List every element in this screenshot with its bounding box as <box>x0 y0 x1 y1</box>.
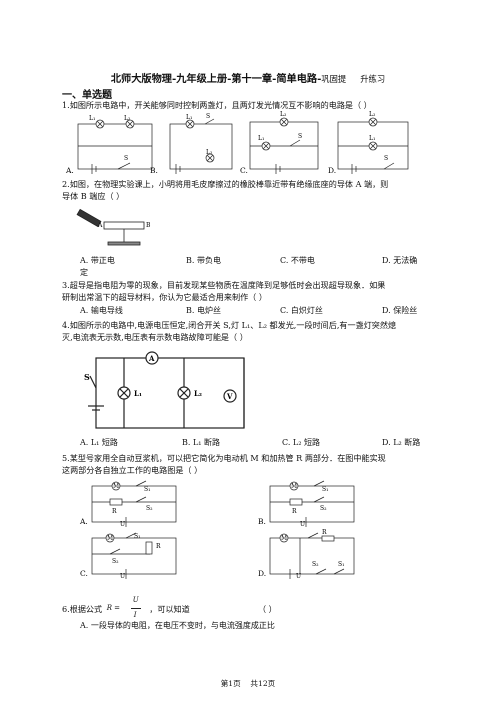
q5a-s2: S₂ <box>146 505 153 512</box>
q5d-r: R <box>322 529 327 536</box>
section-heading: 一、单选题 <box>62 90 112 101</box>
q1-option-d: D. <box>328 166 336 175</box>
q2-option-a: A. 带正电 <box>80 256 115 265</box>
question-5-stem-2: 这两部分各自独立工作的电路图是（ ） <box>62 465 203 475</box>
q4-option-b: B. L₁ 断路 <box>182 438 221 447</box>
q5a-u: U <box>120 521 125 528</box>
q4-label-v: V <box>226 392 233 401</box>
q5d-u: U <box>296 573 301 580</box>
q5-circuit-a <box>91 480 177 527</box>
q1-circuit-a <box>77 119 153 174</box>
page-footer: 第1页 共12页 <box>0 678 496 689</box>
q1-option-a: A. <box>65 166 74 175</box>
q5b-s1: S₁ <box>322 486 329 493</box>
q6-formula-den: I <box>133 611 137 619</box>
q4-label-s: S <box>84 372 90 382</box>
q1b-s-label: S <box>206 113 210 120</box>
q4-label-l1: L₁ <box>134 389 142 398</box>
q5d-s2: S₂ <box>312 561 319 568</box>
q1a-s-label: S <box>124 155 128 162</box>
question-2-stem-1: 2.如图，在物理实验课上，小明将用毛皮摩擦过的橡胶棒靠近带有绝缘底座的导体 A … <box>62 179 389 189</box>
q4-label-a: A <box>148 354 155 363</box>
q6-stem-pre: 6.根据公式 <box>62 604 103 614</box>
q5c-u: U <box>120 573 125 580</box>
q2-fig-label-a: A <box>97 222 103 229</box>
q1d-l1-label: L₁ <box>369 135 375 142</box>
q1-option-c: C. <box>240 166 248 175</box>
q5c-s1: S₁ <box>134 533 141 540</box>
q1c-l1-label: L₁ <box>258 135 264 142</box>
q2-option-d-cont: 定 <box>80 268 88 277</box>
title-sub: 巩固提 <box>321 74 347 84</box>
q1-option-b: B. <box>150 166 158 175</box>
q1c-s-label: S <box>298 133 302 140</box>
q5b-r: R <box>292 508 297 515</box>
q5-option-a: A. <box>79 517 88 526</box>
q4-label-l2: L₂ <box>194 389 202 398</box>
q3-option-c: C. 白炽灯丝 <box>280 306 323 315</box>
q4-option-c: C. L₂ 短路 <box>282 438 320 447</box>
page-title: 北师大版物理-九年级上册-第十一章-简单电路-巩固提 升练习 <box>0 70 496 85</box>
q2-option-c: C. 不带电 <box>280 256 315 265</box>
title-main: 北师大版物理-九年级上册-第十一章-简单电路- <box>110 73 322 85</box>
q5-option-d: D. <box>258 569 266 578</box>
q6-paren: （ ） <box>258 604 277 614</box>
question-3-stem-1: 3.超导是指电阻为零的现象，目前发现某些物质在温度降到足够低时会出现超导现象．如… <box>62 280 386 290</box>
q5c-m: M <box>107 535 113 542</box>
q5-option-b: B. <box>258 517 266 526</box>
q5-circuit-c <box>91 532 177 579</box>
q5a-s1: S₁ <box>144 486 151 493</box>
q1-circuit-d <box>337 117 409 174</box>
q3-option-d: D. 保险丝 <box>382 306 418 315</box>
q5b-s2: S₂ <box>320 505 327 512</box>
title-sub2: 升练习 <box>360 74 386 84</box>
q5b-m: M <box>291 483 297 490</box>
q6-formula-lhs: R = <box>106 604 121 612</box>
q2-option-b: B. 带负电 <box>186 256 221 265</box>
footer-total: 共12页 <box>250 679 276 688</box>
footer-page: 第1页 <box>220 679 241 688</box>
q5-circuit-d <box>269 532 355 579</box>
q3-option-b: B. 电炉丝 <box>186 306 221 315</box>
q5c-s2: S₂ <box>112 558 119 565</box>
q1-circuit-c <box>249 117 319 174</box>
q5-figures: M S₁ R S₂ U A. M S₁ R S₂ U B. M S₁ R S₂ … <box>79 480 355 580</box>
q5c-r: R <box>156 543 161 550</box>
q1b-l1-label: L₁ <box>186 114 192 121</box>
q5-circuit-b <box>269 480 355 527</box>
q1a-l1-label: L₁ <box>89 115 95 122</box>
q1-circuit-b <box>169 118 233 174</box>
q1d-l2-label: L₂ <box>369 111 376 118</box>
q6-formula: R = U I <box>105 596 147 619</box>
question-5-stem-1: 5.某型号家用全自动豆浆机，可以把它简化为电动机 M 和加热管 R 两部分．在图… <box>62 453 386 463</box>
q4-option-a: A. L₁ 短路 <box>80 438 118 447</box>
question-4-stem-1: 4.如图所示的电路中,电源电压恒定,闭合开关 S,灯 L₁、L₂ 都发光,一段时… <box>62 320 397 330</box>
q5d-m: M <box>281 535 287 542</box>
q5b-u: U <box>300 521 305 528</box>
question-1-stem: 1.如图所示电路中，开关能够同时控制两盏灯，且两灯发光情况互不影响的电路是（ ） <box>62 100 372 110</box>
q5-option-c: C. <box>80 569 88 578</box>
q6-stem-post: ，可以知道 <box>149 604 190 614</box>
q1b-l2-label: L₂ <box>206 149 213 156</box>
q1c-l2-label: L₂ <box>280 111 287 118</box>
q2-fig-label-b: B <box>146 222 151 229</box>
q1-figures: L₁ L₂ S A. L₁ S L₂ B. L₂ L₁ S C. L₂ L₁ S… <box>65 111 409 175</box>
q3-option-a: A. 输电导线 <box>80 306 123 315</box>
question-4-stem-2: 灭,电流表无示数,电压表有示数电路故障可能是（ ） <box>62 332 248 342</box>
q2-figure: A B <box>76 208 151 246</box>
q6-formula-num: U <box>132 596 139 604</box>
question-6-stem: 6.根据公式 R = U I ，可以知道 <box>62 596 448 619</box>
q5d-s1: S₁ <box>338 561 345 568</box>
question-3-stem-2: 研制出常温下的超导材料，你认为它最适合用来制作（ ） <box>62 292 267 302</box>
question-2-stem-2: 导体 B 端应（ ） <box>62 191 125 201</box>
q1a-l2-label: L₂ <box>124 115 131 122</box>
q1d-s-label: S <box>384 155 388 162</box>
q4-option-d: D. L₂ 断路 <box>382 438 421 447</box>
q5a-r: R <box>112 508 117 515</box>
q5a-m: M <box>113 483 119 490</box>
q4-figure: S A L₁ L₂ V <box>84 351 245 429</box>
q6-option-a: A. 一段导体的电阻，在电压不变时，与电流强度成正比 <box>80 621 275 630</box>
q2-option-d: D. 无法确 <box>382 256 418 265</box>
